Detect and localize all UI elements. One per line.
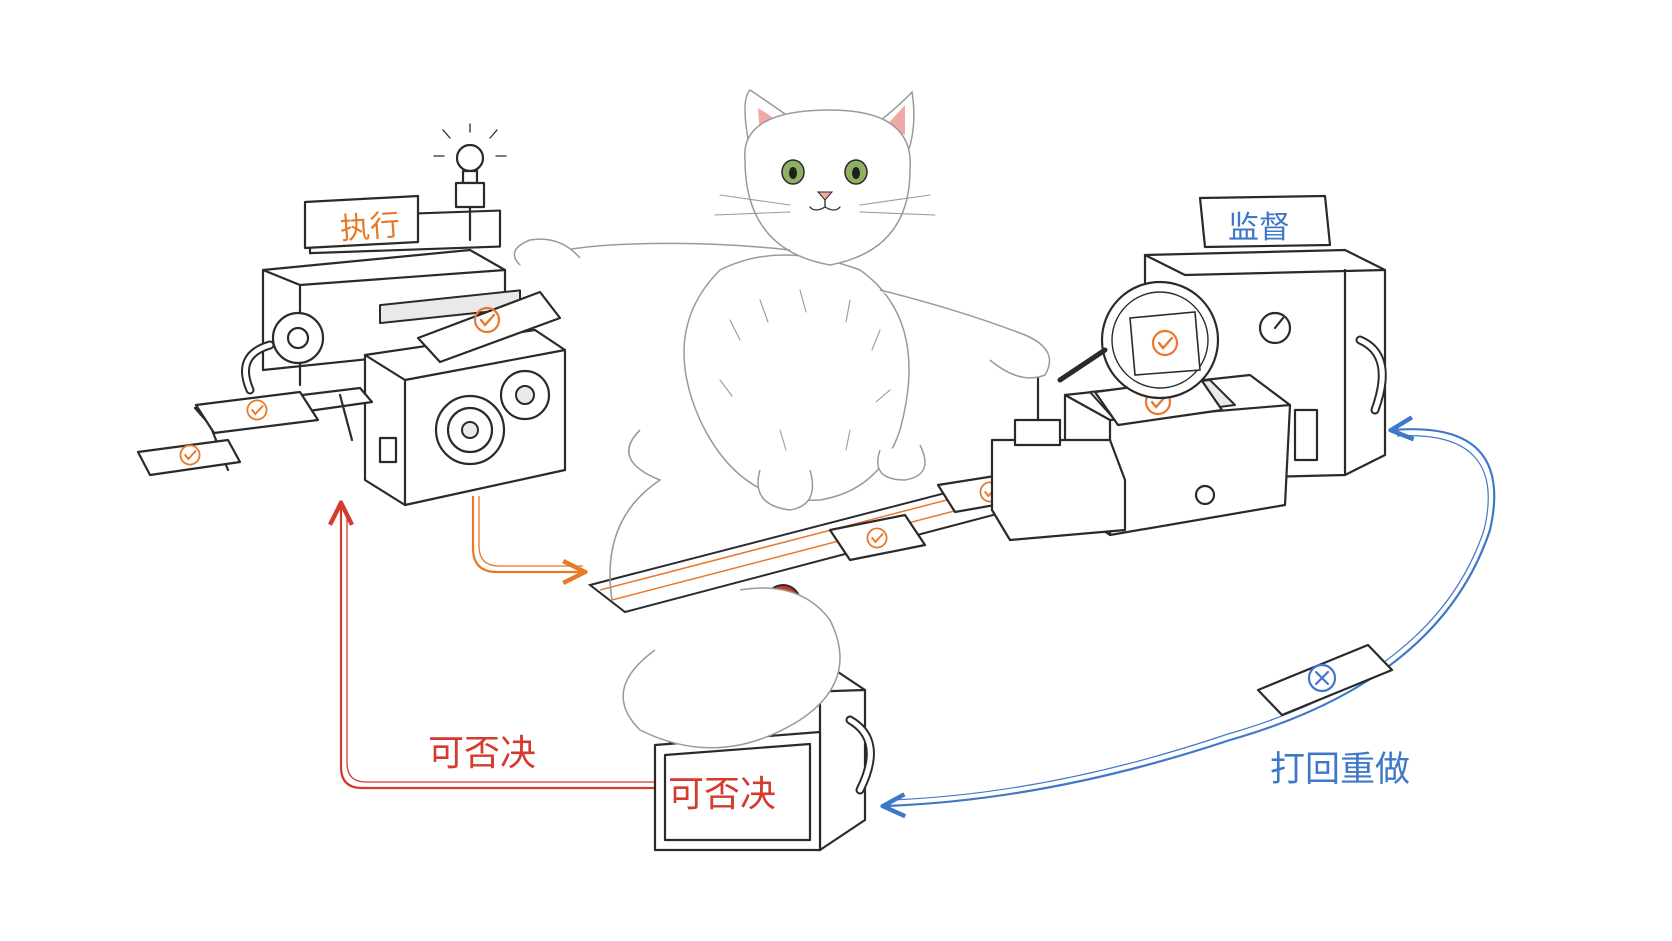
approved-card-icon [194, 390, 320, 435]
magnifying-glass-icon [1057, 280, 1220, 400]
gear-small [499, 369, 551, 421]
approved-card-icon [416, 290, 562, 364]
supervise-plate-label: 监督 [1228, 210, 1290, 246]
cat-eyes [781, 159, 868, 185]
white-cat [513, 89, 1051, 749]
execute-to-belt-arrow [471, 496, 583, 572]
gauge-icon [1258, 311, 1292, 345]
veto-plate-label: 可否决 [668, 774, 777, 815]
rejected-card-icon [1256, 643, 1394, 717]
execute-machine [136, 123, 567, 507]
veto-return-arrow [341, 505, 655, 790]
bulb-icon [433, 123, 507, 242]
veto-flow-label: 可否决 [428, 733, 537, 774]
redo-flow-label: 打回重做 [1270, 750, 1411, 790]
execute-plate-label: 执行 [338, 207, 402, 248]
approved-card-icon [136, 438, 242, 477]
gear-left [271, 311, 325, 365]
supervise-machine [990, 194, 1387, 542]
gear-large [434, 394, 506, 466]
belt-card-1 [828, 513, 927, 562]
